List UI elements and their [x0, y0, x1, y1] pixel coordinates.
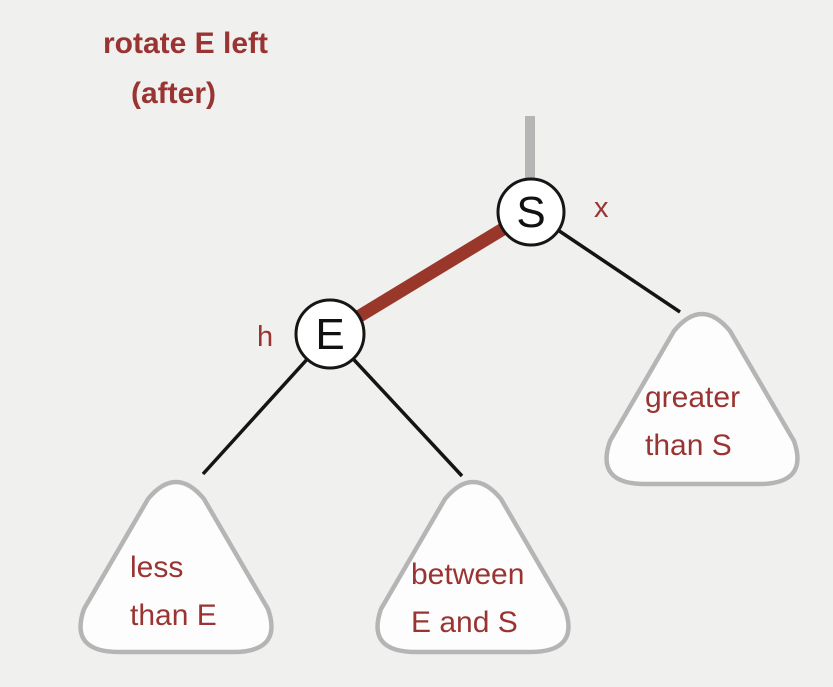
diagram-title-line1: rotate E left	[103, 27, 268, 60]
subtree-left-label-line1: less	[130, 551, 183, 584]
node-s-circle	[496, 177, 566, 247]
subtree-middle-label-line1: between	[411, 558, 524, 591]
pointer-label-h: h	[257, 321, 273, 353]
node-e-label: E	[315, 310, 344, 359]
pointer-label-x: x	[594, 192, 609, 224]
node-e-circle	[294, 298, 366, 370]
node-s-label: S	[516, 188, 545, 237]
red-link-e-s	[326, 206, 535, 340]
subtree-middle-label-line2: E and S	[411, 606, 518, 639]
subtree-triangle-shape	[604, 311, 800, 487]
subtree-less-than-e	[78, 479, 274, 655]
subtree-left-label-line2: than E	[130, 599, 217, 632]
subtree-right-label-line2: than S	[645, 429, 732, 462]
subtree-greater-than-s	[604, 311, 800, 487]
subtree-between-e-and-s	[375, 479, 571, 655]
diagram-title-line2: (after)	[131, 77, 216, 110]
subtree-triangle-shape	[375, 479, 571, 655]
subtree-right-label-line1: greater	[645, 381, 740, 414]
subtree-triangle-shape	[78, 479, 274, 655]
